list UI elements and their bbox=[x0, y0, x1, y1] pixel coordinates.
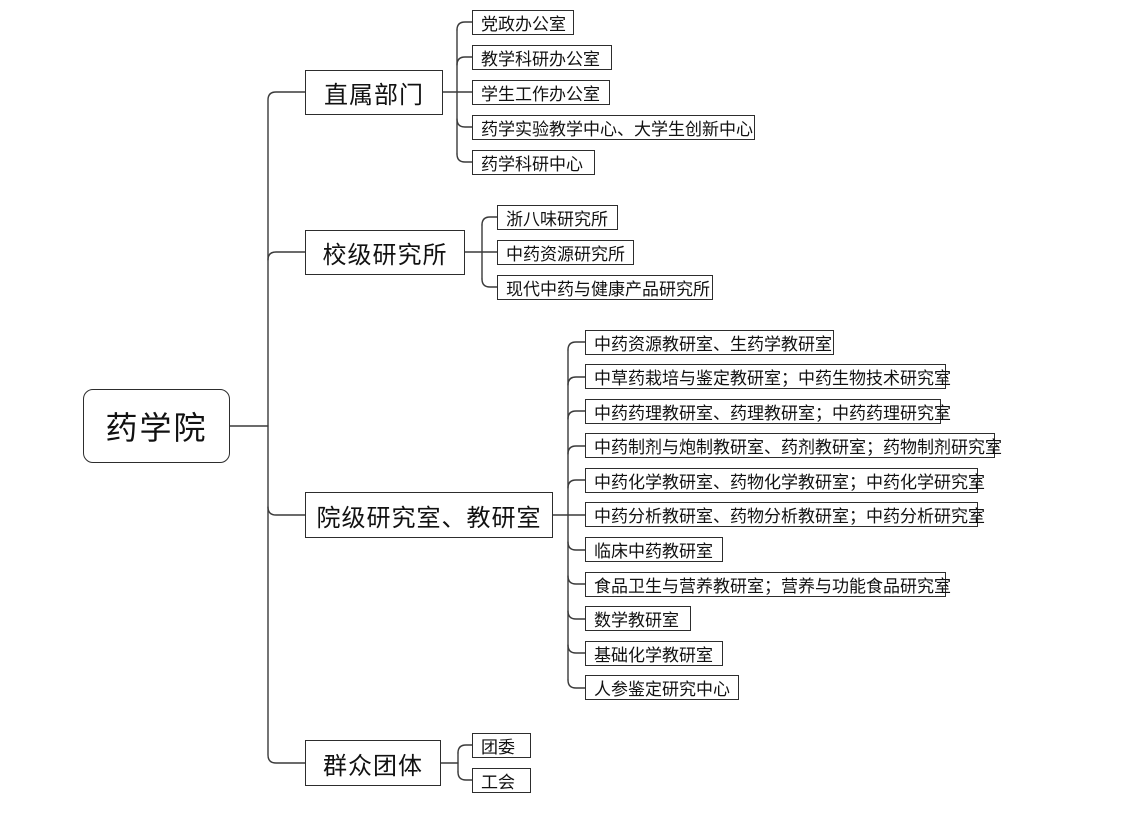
connector bbox=[456, 21, 473, 31]
child-node: 浙八味研究所 bbox=[497, 205, 618, 230]
branch-node-mass-organizations: 群众团体 bbox=[305, 740, 441, 786]
connector-hook-branch3 bbox=[267, 506, 306, 516]
child-node: 食品卫生与营养教研室；营养与功能食品研究室 bbox=[585, 572, 951, 597]
connector bbox=[457, 771, 473, 781]
child-node: 中药资源研究所 bbox=[497, 240, 634, 265]
child-node: 中药分析教研室、药物分析教研室；中药分析研究室 bbox=[585, 502, 985, 527]
child-node: 工会 bbox=[472, 768, 531, 793]
connector bbox=[567, 644, 586, 654]
child-node: 数学教研室 bbox=[585, 606, 691, 631]
child-node: 人参鉴定研究中心 bbox=[585, 675, 739, 700]
child-node: 团委 bbox=[472, 733, 531, 758]
child-node: 中草药栽培与鉴定教研室；中药生物技术研究室 bbox=[585, 364, 951, 389]
child-node: 教学科研办公室 bbox=[472, 45, 612, 70]
connector bbox=[567, 479, 586, 489]
connector bbox=[567, 679, 586, 689]
child-node: 临床中药教研室 bbox=[585, 537, 723, 562]
connector bbox=[456, 56, 473, 66]
connector bbox=[567, 541, 586, 551]
branch-node-direct-departments: 直属部门 bbox=[305, 70, 443, 115]
connector-hook-branch2 bbox=[267, 251, 306, 261]
connector bbox=[456, 153, 473, 163]
child-node: 中药制剂与炮制教研室、药剂教研室；药物制剂研究室 bbox=[585, 433, 1002, 458]
connector bbox=[567, 376, 586, 386]
connector bbox=[456, 118, 473, 128]
child-node: 中药化学教研室、药物化学教研室；中药化学研究室 bbox=[585, 468, 985, 493]
connector bbox=[567, 410, 586, 420]
connector bbox=[457, 744, 473, 754]
child-node: 中药资源教研室、生药学教研室 bbox=[585, 330, 834, 355]
connector bbox=[567, 575, 586, 585]
child-node: 学生工作办公室 bbox=[472, 80, 610, 105]
child-node: 党政办公室 bbox=[472, 10, 574, 35]
child-node: 药学实验教学中心、大学生创新中心 bbox=[472, 115, 755, 140]
child-node: 药学科研中心 bbox=[472, 150, 595, 175]
child-node: 基础化学教研室 bbox=[585, 641, 723, 666]
connector-spine bbox=[267, 91, 306, 764]
child-node: 现代中药与健康产品研究所 bbox=[497, 275, 713, 300]
child-node: 中药药理教研室、药理教研室；中药药理研究室 bbox=[585, 399, 951, 424]
branch-node-university-institutes: 校级研究所 bbox=[305, 230, 465, 275]
root-node-pharmacy-college: 药学院 bbox=[83, 389, 230, 463]
connector bbox=[481, 278, 498, 288]
connector bbox=[481, 216, 498, 226]
connector bbox=[567, 445, 586, 455]
connector bbox=[567, 341, 586, 351]
connector bbox=[567, 610, 586, 620]
branch-node-college-research-teaching-offices: 院级研究室、教研室 bbox=[305, 492, 553, 538]
